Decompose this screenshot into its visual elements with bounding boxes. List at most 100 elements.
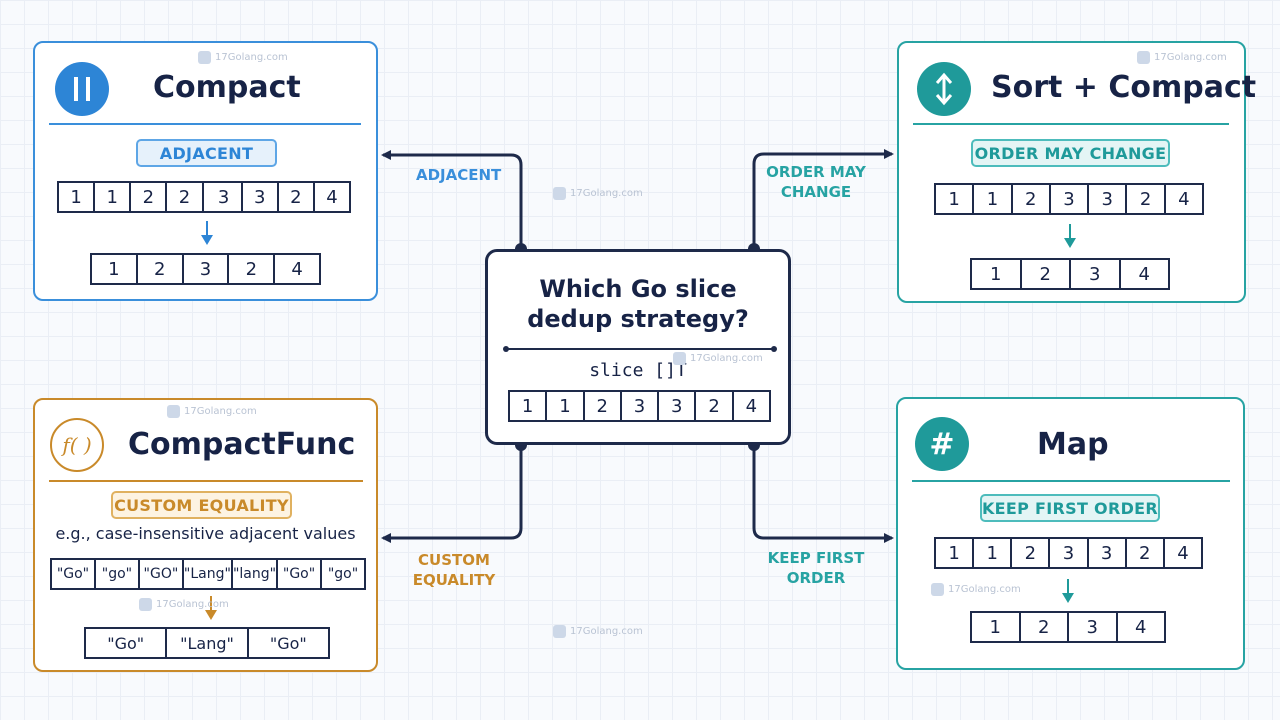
watermark: 17Golang.com [673, 352, 763, 365]
array-cell: 3 [1089, 185, 1128, 213]
compact-title-rule [49, 123, 361, 125]
watermark: 17Golang.com [167, 405, 257, 418]
array-cell: "Lang" [167, 629, 249, 657]
compact-arrow-down-icon [201, 221, 213, 245]
array-cell: 2 [696, 392, 734, 420]
array-cell: 2 [1127, 185, 1166, 213]
sort-compact-title-rule [913, 123, 1229, 125]
array-cell: 4 [745, 395, 758, 417]
center-title-line1: Which Go slice [539, 275, 737, 303]
array-cell: "Lang" [184, 560, 233, 588]
compact-func-title: CompactFunc [128, 427, 356, 462]
array-cell: "go" [327, 566, 359, 582]
watermark-text: 17Golang.com [690, 353, 763, 364]
compact-func-tag: CUSTOM EQUALITY [111, 491, 292, 519]
array-cell: 3 [1089, 539, 1127, 567]
watermark: 17Golang.com [931, 583, 1021, 596]
watermark-text: 17Golang.com [215, 52, 288, 63]
array-cell: 3 [207, 183, 243, 211]
array-cell: 1 [936, 539, 975, 567]
watermark-logo-icon [198, 51, 211, 64]
array-cell: 2 [138, 255, 184, 283]
map-tag: KEEP FIRST ORDER [980, 494, 1160, 522]
watermark-text: 17Golang.com [570, 626, 643, 637]
center-divider [503, 346, 777, 352]
watermark-logo-icon [553, 625, 566, 638]
array-cell: "Go" [52, 560, 96, 588]
watermark-text: 17Golang.com [948, 584, 1021, 595]
watermark-text: 17Golang.com [156, 599, 229, 610]
watermark: 17Golang.com [139, 598, 229, 611]
array-cell: 1 [59, 183, 96, 211]
connector-label-keep: KEEP FIRST ORDER [766, 548, 866, 588]
connector-label-order-line2: CHANGE [780, 183, 852, 201]
array-cell: "lang" [233, 560, 279, 588]
connector-order-may-change [752, 149, 894, 249]
watermark-logo-icon [1137, 51, 1150, 64]
array-cell: 1 [972, 260, 1022, 288]
connector-label-order: ORDER MAY CHANGE [766, 162, 866, 202]
watermark: 17Golang.com [553, 625, 643, 638]
array-cell: 1 [95, 183, 132, 211]
array-cell: 2 [279, 183, 315, 211]
connector-label-keep-line2: ORDER [786, 569, 846, 587]
array-cell: 1 [510, 392, 548, 420]
center-title: Which Go slice dedup strategy? [488, 274, 788, 334]
connector-label-custom: CUSTOM EQUALITY [406, 550, 502, 590]
watermark-text: 17Golang.com [184, 406, 257, 417]
pause-icon [55, 62, 109, 116]
map-title-rule [912, 480, 1230, 482]
array-cell: 4 [1177, 542, 1189, 564]
watermark: 17Golang.com [1137, 51, 1227, 64]
watermark-text: 17Golang.com [1154, 52, 1227, 63]
compact-func-arrow-down-icon [205, 596, 217, 620]
array-cell: 1 [936, 185, 975, 213]
array-cell: 2 [131, 183, 168, 211]
connector-label-custom-line2: EQUALITY [412, 571, 496, 589]
map-title: Map [1037, 427, 1109, 462]
watermark-logo-icon [931, 583, 944, 596]
array-cell: 2 [167, 183, 204, 211]
array-cell: 2 [585, 392, 622, 420]
array-cell: 1 [92, 255, 138, 283]
watermark-text: 17Golang.com [570, 188, 643, 199]
watermark-logo-icon [167, 405, 180, 418]
array-cell: 3 [622, 392, 660, 420]
array-cell: 2 [1127, 539, 1165, 567]
compact-func-card: f( ) CompactFunc CUSTOM EQUALITY e.g., c… [33, 398, 378, 672]
array-cell: 2 [1021, 613, 1069, 641]
connector-label-adjacent: ADJACENT [416, 165, 501, 185]
watermark-logo-icon [553, 187, 566, 200]
compact-func-note: e.g., case-insensitive adjacent values [55, 524, 356, 543]
sort-compact-title: Sort + Compact [991, 70, 1257, 105]
array-cell: 3 [1051, 185, 1090, 213]
array-cell: 2 [229, 255, 276, 283]
center-title-line2: dedup strategy? [527, 305, 749, 333]
array-cell: 1 [547, 392, 585, 420]
watermark: 17Golang.com [553, 187, 643, 200]
watermark: 17Golang.com [198, 51, 288, 64]
compact-func-output-array: "Go""Lang""Go" [84, 627, 330, 659]
function-icon: f( ) [50, 418, 104, 472]
array-cell: 3 [243, 183, 279, 211]
center-question-card: Which Go slice dedup strategy? slice []T… [485, 249, 791, 445]
array-cell: 4 [1135, 616, 1147, 638]
array-cell: 2 [1013, 185, 1051, 213]
array-cell: 1 [974, 185, 1013, 213]
array-cell: 3 [184, 255, 230, 283]
center-subtitle: slice []T [589, 360, 687, 381]
hash-icon: # [915, 417, 969, 471]
array-cell: "Go" [269, 633, 307, 653]
connector-label-order-line1: ORDER MAY [766, 163, 866, 181]
sort-compact-tag: ORDER MAY CHANGE [971, 139, 1170, 167]
array-cell: 2 [1022, 260, 1071, 288]
array-cell: "Go" [278, 560, 323, 588]
array-cell: 2 [1012, 539, 1051, 567]
array-cell: 3 [1071, 260, 1121, 288]
